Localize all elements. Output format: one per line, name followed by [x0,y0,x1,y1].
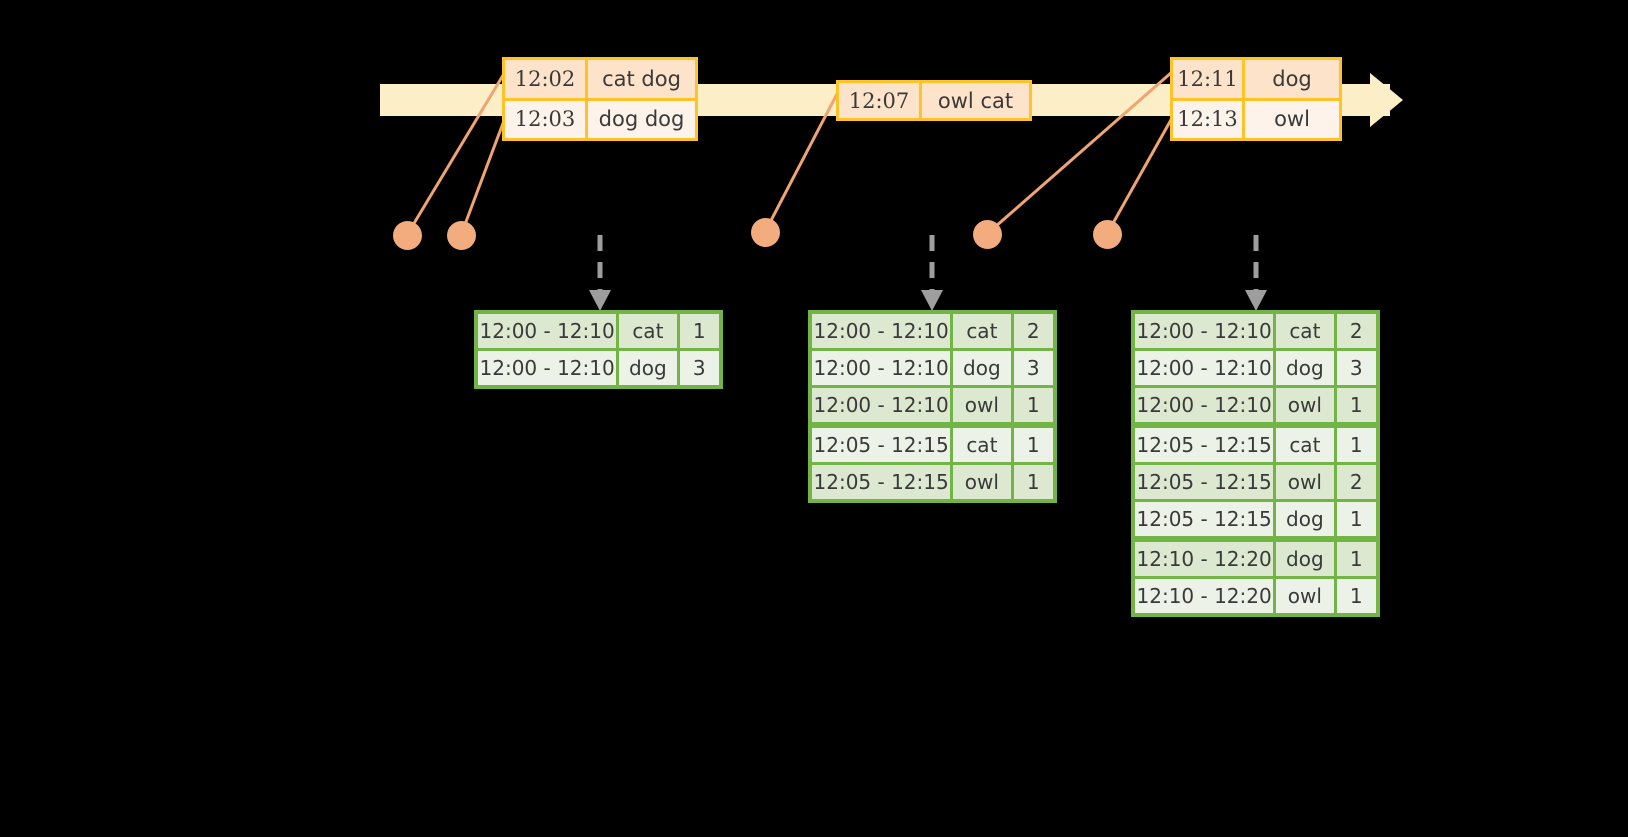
marker-dot-4 [973,220,1002,249]
table-row: 12:05 - 12:15 dog 1 [1135,502,1376,536]
cell-count: 1 [1336,388,1376,422]
cell-word: owl [1276,465,1334,499]
marker-dot-2 [447,221,476,250]
result-table-1[interactable]: 12:00 - 12:10 cat 1 12:00 - 12:10 dog 3 [474,310,723,389]
table-row: 12:10 - 12:20 dog 1 [1135,542,1376,576]
cell-window: 12:05 - 12:15 [1135,502,1274,536]
event-box-2[interactable]: 12:07 owl cat [836,80,1032,121]
event-row: 12:07 owl cat [839,83,1029,118]
cell-word: dog [1276,542,1334,576]
table-row: 12:00 - 12:10 cat 1 [478,314,719,348]
event-time: 12:11 [1173,60,1245,98]
cell-word: owl [1276,388,1334,422]
marker-dot-5 [1093,220,1122,249]
trigger-arrow-1 [589,235,611,311]
event-words: dog [1272,66,1312,91]
cell-window: 12:10 - 12:20 [1135,579,1274,613]
table-row: 12:05 - 12:15 owl 2 [1135,465,1376,499]
trigger-arrow-2 [921,235,943,311]
cell-window: 12:05 - 12:15 [812,428,951,462]
cell-word: cat [1276,428,1334,462]
cell-count: 1 [1336,428,1376,462]
event-time: 12:03 [505,100,588,138]
cell-word: dog [619,351,677,385]
cell-count: 1 [679,314,719,348]
event-time: 12:02 [505,60,588,98]
cell-word: cat [953,314,1011,348]
result-table-3[interactable]: 12:00 - 12:10 cat 2 12:00 - 12:10 dog 3 … [1131,310,1380,617]
connector-line-5 [1105,117,1174,235]
event-words: cat dog [602,66,681,91]
cell-count: 1 [1013,465,1053,499]
table-row: 12:00 - 12:10 dog 3 [1135,351,1376,385]
cell-window: 12:05 - 12:15 [812,465,951,499]
cell-word: dog [1276,351,1334,385]
timeline-arrowhead [1370,73,1403,127]
cell-word: dog [1276,502,1334,536]
event-row: 12:02 cat dog [505,60,695,98]
marker-dot-1 [393,221,422,250]
event-box-3[interactable]: 12:11 dog 12:13 owl [1170,57,1342,141]
cell-word: owl [953,388,1011,422]
table-row: 12:05 - 12:15 cat 1 [1135,428,1376,462]
table-row: 12:05 - 12:15 owl 1 [812,465,1053,499]
event-box-1[interactable]: 12:02 cat dog 12:03 dog dog [502,57,698,141]
cell-window: 12:00 - 12:10 [1135,388,1274,422]
cell-window: 12:00 - 12:10 [812,388,951,422]
cell-window: 12:05 - 12:15 [1135,428,1274,462]
cell-word: dog [953,351,1011,385]
table-row: 12:00 - 12:10 owl 1 [1135,388,1376,422]
cell-count: 1 [1336,579,1376,613]
cell-word: cat [619,314,677,348]
marker-dot-3 [751,218,780,247]
cell-count: 1 [1336,502,1376,536]
cell-count: 1 [1013,388,1053,422]
cell-word: cat [1276,314,1334,348]
event-time: 12:07 [839,83,922,118]
cell-window: 12:00 - 12:10 [478,314,617,348]
cell-word: cat [953,428,1011,462]
cell-window: 12:05 - 12:15 [1135,465,1274,499]
event-words: dog dog [598,107,685,132]
cell-count: 2 [1336,314,1376,348]
cell-count: 2 [1336,465,1376,499]
trigger-arrow-3 [1245,235,1267,311]
result-table-2[interactable]: 12:00 - 12:10 cat 2 12:00 - 12:10 dog 3 … [808,310,1057,503]
cell-count: 2 [1013,314,1053,348]
cell-word: owl [1276,579,1334,613]
cell-count: 1 [1336,542,1376,576]
event-row: 12:03 dog dog [505,97,695,138]
event-row: 12:13 owl [1173,97,1339,138]
event-words: owl [1274,107,1310,132]
table-row: 12:00 - 12:10 dog 3 [478,351,719,385]
table-row: 12:00 - 12:10 dog 3 [812,351,1053,385]
cell-window: 12:00 - 12:10 [1135,351,1274,385]
event-time: 12:13 [1173,100,1245,138]
event-row: 12:11 dog [1173,60,1339,98]
cell-count: 3 [1336,351,1376,385]
cell-window: 12:00 - 12:10 [812,314,951,348]
connector-line-2 [459,117,507,236]
table-row: 12:00 - 12:10 cat 2 [812,314,1053,348]
cell-window: 12:00 - 12:10 [1135,314,1274,348]
event-words: owl cat [937,88,1014,113]
cell-window: 12:10 - 12:20 [1135,542,1274,576]
cell-word: owl [953,465,1011,499]
table-row: 12:00 - 12:10 cat 2 [1135,314,1376,348]
cell-count: 3 [1013,351,1053,385]
cell-count: 1 [1013,428,1053,462]
cell-count: 3 [679,351,719,385]
cell-window: 12:00 - 12:10 [478,351,617,385]
table-row: 12:00 - 12:10 owl 1 [812,388,1053,422]
cell-window: 12:00 - 12:10 [812,351,951,385]
table-row: 12:10 - 12:20 owl 1 [1135,579,1376,613]
table-row: 12:05 - 12:15 cat 1 [812,428,1053,462]
